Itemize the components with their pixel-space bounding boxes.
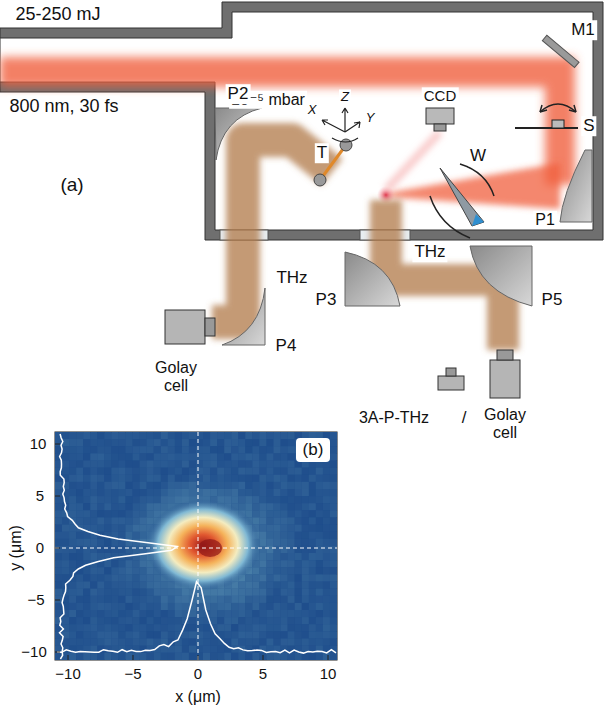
axis-label: Z [339,90,351,105]
detector-label: 3A-P-THz [357,409,431,427]
separator: / [460,408,469,428]
mirror-label: P4 [274,336,299,356]
tick-label: −5 [25,591,46,608]
beam-label: THz [412,242,447,262]
detector-label: Golay cell [148,359,204,396]
axis-label: Y [364,111,377,126]
tick-label: 5 [34,487,46,504]
tick-label: 5 [257,665,269,682]
target-label: T [315,143,329,163]
mirror-label: P1 [533,211,557,229]
axis-label: X [306,103,319,118]
tick-label: 0 [34,539,46,556]
mirror-label: P5 [540,290,565,310]
tick-label: −10 [53,665,82,682]
shutter-label: S [581,116,596,136]
beam-label: THz [274,268,309,288]
axis-title: y (μm) [7,523,25,573]
mirror-label: P3 [314,290,339,310]
detector-label: Golay cell [477,406,533,443]
energy-label: 25-250 mJ [13,4,102,25]
camera-label: CCD [422,87,459,104]
tick-label: 10 [318,665,339,682]
axis-title: x (μm) [173,688,223,706]
tick-label: −5 [122,665,143,682]
tick-label: 10 [28,435,49,452]
mirror-label: P2 [226,84,251,104]
tick-label: 0 [192,665,204,682]
panel-label: (a) [58,174,85,196]
wedge-label: W [468,146,488,166]
panel-label: (b) [301,440,326,460]
tick-label: −10 [19,643,48,660]
pulse-label: 800 nm, 30 fs [7,96,120,117]
mirror-label: M1 [569,20,597,40]
